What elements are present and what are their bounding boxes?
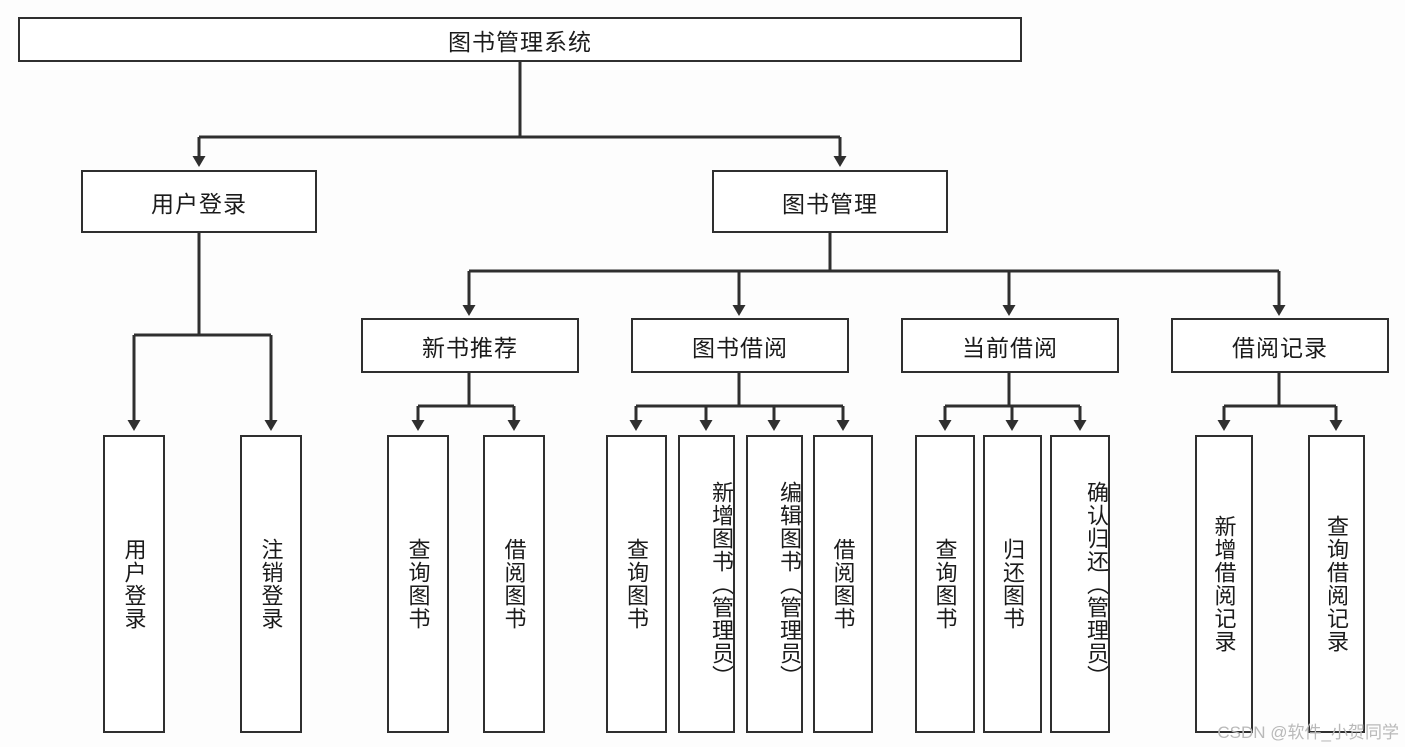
node-leaf-borrow-borrow-book-label: 借阅图书 — [830, 538, 856, 630]
node-leaf-borrow-edit-book-label: 编辑图书（管理员） — [777, 480, 802, 688]
node-book-manage-label: 图书管理 — [782, 190, 878, 217]
edge-arrowheads-level2 — [192, 140, 847, 167]
node-current-borrow-label: 当前借阅 — [962, 334, 1058, 361]
edge-userlogin-bus — [132, 233, 273, 420]
node-leaf-cur-return-book-label: 归还图书 — [1000, 538, 1026, 630]
node-leaf-user-logout[interactable]: 注销登录 — [240, 435, 302, 733]
node-leaf-rec-borrow-book-label: 借阅图书 — [501, 538, 527, 630]
node-book-borrow-label: 图书借阅 — [692, 334, 788, 361]
edge-root-bus — [197, 62, 842, 158]
node-new-book-rec[interactable]: 新书推荐 — [361, 318, 579, 373]
edge-arrowheads-currentborrow — [938, 409, 1087, 431]
node-leaf-cur-query-book-label: 查询图书 — [932, 538, 958, 630]
node-leaf-borrow-add-book-label: 新增图书（管理员） — [709, 480, 734, 688]
node-leaf-borrow-query-book-label: 查询图书 — [624, 538, 650, 630]
edge-arrowheads-bookborrow — [629, 409, 850, 431]
edge-arrowheads-newbookrec — [411, 409, 521, 431]
node-leaf-rec-query-record[interactable]: 查询借阅记录 — [1308, 435, 1365, 733]
edge-arrowheads-borrowrecord — [1217, 409, 1343, 431]
node-user-login-label: 用户登录 — [151, 190, 247, 217]
node-leaf-rec-add-record-label: 新增借阅记录 — [1211, 515, 1237, 653]
node-book-borrow[interactable]: 图书借阅 — [631, 318, 849, 373]
node-user-login[interactable]: 用户登录 — [81, 170, 317, 233]
node-leaf-borrow-query-book[interactable]: 查询图书 — [606, 435, 667, 733]
node-leaf-rec-add-record[interactable]: 新增借阅记录 — [1195, 435, 1253, 733]
edge-newbookrec-bus — [416, 373, 516, 420]
node-leaf-borrow-borrow-book[interactable]: 借阅图书 — [813, 435, 873, 733]
node-borrow-record-label: 借阅记录 — [1232, 334, 1328, 361]
node-current-borrow[interactable]: 当前借阅 — [901, 318, 1119, 373]
csdn-watermark: CSDN @软件_小贺同学 — [1217, 723, 1399, 742]
node-leaf-borrow-edit-book[interactable]: 编辑图书（管理员） — [746, 435, 803, 733]
edge-bookborrow-bus — [634, 373, 845, 420]
node-leaf-rec-query-book-label: 查询图书 — [405, 538, 431, 630]
node-leaf-rec-query-record-label: 查询借阅记录 — [1324, 515, 1350, 653]
node-leaf-rec-query-book[interactable]: 查询图书 — [387, 435, 449, 733]
edge-arrowheads-userlogin — [127, 338, 278, 431]
node-leaf-rec-borrow-book[interactable]: 借阅图书 — [483, 435, 545, 733]
edge-arrowheads-level3 — [462, 274, 1286, 316]
node-new-book-rec-label: 新书推荐 — [422, 334, 518, 361]
node-borrow-record[interactable]: 借阅记录 — [1171, 318, 1389, 373]
node-leaf-cur-return-book[interactable]: 归还图书 — [983, 435, 1042, 733]
edge-borrowrecord-bus — [1222, 373, 1338, 420]
node-leaf-borrow-add-book[interactable]: 新增图书（管理员） — [678, 435, 735, 733]
node-leaf-user-logout-label: 注销登录 — [258, 538, 284, 630]
node-book-manage[interactable]: 图书管理 — [712, 170, 948, 233]
node-leaf-cur-query-book[interactable]: 查询图书 — [915, 435, 975, 733]
node-leaf-cur-confirm-return-label: 确认归还（管理员） — [1084, 480, 1109, 688]
node-leaf-user-login-label: 用户登录 — [121, 538, 147, 630]
node-root[interactable]: 图书管理系统 — [18, 17, 1022, 62]
node-leaf-cur-confirm-return[interactable]: 确认归还（管理员） — [1050, 435, 1110, 733]
node-leaf-user-login[interactable]: 用户登录 — [103, 435, 165, 733]
node-root-label: 图书管理系统 — [448, 28, 592, 55]
edge-bookmanage-bus — [467, 233, 1281, 305]
